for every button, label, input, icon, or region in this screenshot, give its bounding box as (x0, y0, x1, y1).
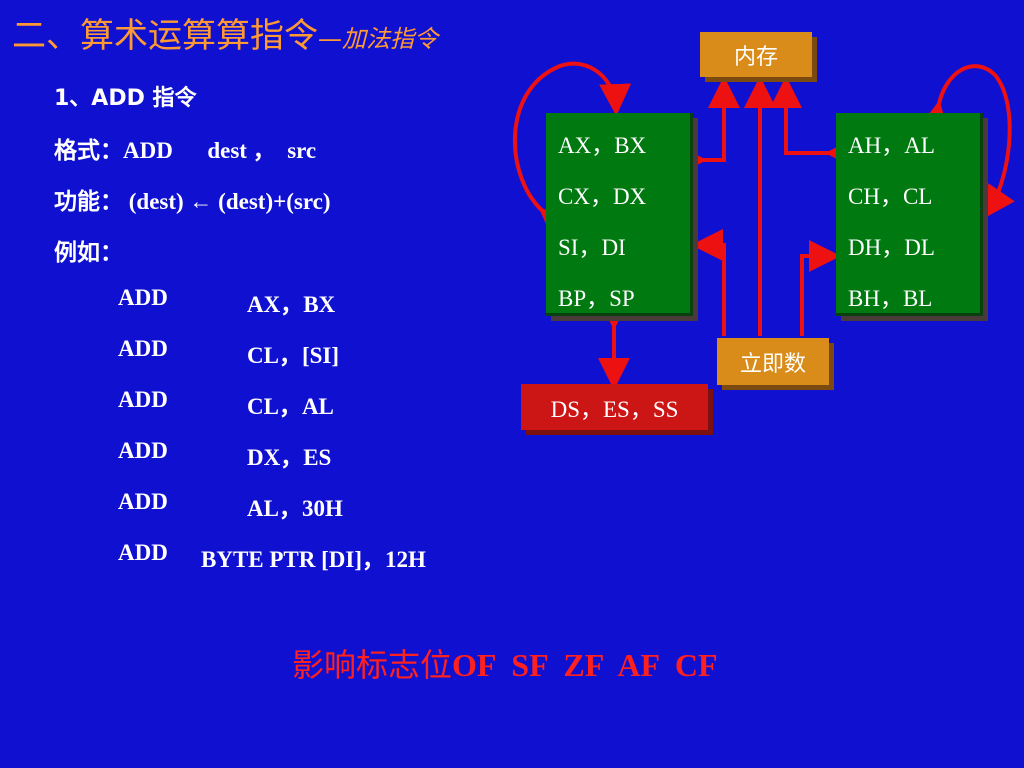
instruction-op: ADD (118, 540, 168, 565)
format-line: 格式：ADD dest ， src (54, 138, 317, 163)
arrow-immediate-reg8 (800, 240, 841, 336)
instruction-operands: AL，30H (247, 496, 343, 521)
memory-label: 内存 (733, 44, 778, 70)
reg16-pair: SI，DI (558, 235, 626, 260)
title-sub: —加法指令 (318, 25, 438, 53)
instruction-operands: BYTE PTR [DI]，12H (201, 547, 426, 572)
function-line: 功能： (dest) ← (dest)+(src) (54, 182, 330, 216)
title-main: 二、算术运算算指令 (12, 16, 318, 56)
example-label: 例如： (54, 240, 123, 265)
reg8-pair: AH，AL (848, 133, 935, 158)
instruction-operands: DX，ES (247, 445, 332, 470)
reg8-box: AH，AL CH，CL DH，DL BH，BL (836, 113, 983, 316)
instruction-op: ADD (118, 438, 168, 463)
reg8-pair: CH，CL (848, 184, 933, 209)
reg16-pair: CX，DX (558, 184, 647, 209)
loop-arrow-reg8 (917, 64, 1015, 219)
flags-line: 影响标志位OF SF ZF AF CF (292, 640, 717, 686)
function-label: 功能： (54, 189, 123, 214)
instruction-op: ADD (118, 387, 168, 412)
instruction-op: ADD (118, 336, 168, 361)
arrow-immediate-reg16 (691, 229, 726, 336)
immediate-label: 立即数 (739, 351, 806, 377)
segment-box: DS，ES，SS (521, 384, 708, 430)
reg16-pair: BP，SP (558, 286, 635, 311)
loop-arrow-reg16 (512, 61, 632, 241)
reg16-pair: AX，BX (558, 133, 647, 158)
reg8-pair: BH，BL (848, 286, 933, 311)
instruction-operands: CL，[SI] (247, 343, 340, 368)
heading-add: 1、ADD 指令 (54, 86, 197, 111)
arrow-reg16-memory (675, 76, 740, 176)
reg8-pair: DH，DL (848, 235, 935, 260)
segment-label: DS，ES，SS (550, 397, 679, 422)
function-body: (dest) ← (dest)+(src) (128, 189, 331, 214)
instruction-operands: CL，AL (247, 394, 334, 419)
arrow-reg8-memory (770, 76, 857, 169)
flags-label: 影响标志位 (292, 646, 453, 684)
instruction-operands: AX，BX (247, 292, 336, 317)
memory-box: 内存 (700, 32, 812, 77)
reg16-box: AX，BX CX，DX SI，DI BP，SP (546, 113, 693, 316)
slide-title: 二、算术运算算指令—加法指令 (12, 8, 438, 57)
instruction-op: ADD (118, 285, 168, 310)
instruction-op: ADD (118, 489, 168, 514)
flags-values: OF SF ZF AF CF (452, 647, 718, 683)
immediate-box: 立即数 (717, 338, 829, 385)
